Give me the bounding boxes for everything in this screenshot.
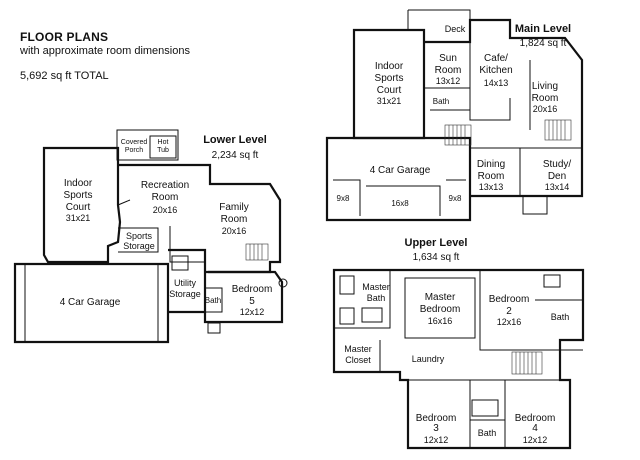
room-label: Indoor xyxy=(64,178,93,189)
room-label: Kitchen xyxy=(479,65,512,76)
room-dims: 31x21 xyxy=(66,213,91,223)
room-label: Recreation xyxy=(141,180,189,191)
room-dims: 16x8 xyxy=(391,199,409,208)
room-label: Cafe/ xyxy=(484,53,508,64)
room-label: Den xyxy=(548,171,566,182)
page-title: FLOOR PLANS xyxy=(20,30,109,44)
room-dims: 13x14 xyxy=(545,182,570,192)
room-dims: 20x16 xyxy=(153,205,178,215)
room-dims: 31x21 xyxy=(377,96,402,106)
room-label: Room xyxy=(152,192,179,203)
room-label: Covered xyxy=(121,139,148,146)
room-dims: 9x8 xyxy=(337,194,350,203)
room-label: Bath xyxy=(478,428,497,438)
room-label: Bedroom xyxy=(515,413,556,424)
room-label: Sports xyxy=(375,73,404,84)
main-level-plan xyxy=(325,9,584,222)
room-dims: 12x16 xyxy=(497,317,522,327)
room-label: Master xyxy=(344,344,372,354)
room-label: Closet xyxy=(345,355,371,365)
room-label: Bath xyxy=(205,296,221,305)
room-label: Bedroom xyxy=(420,304,461,315)
room-label: Study/ xyxy=(543,159,572,170)
room-label: Bath xyxy=(551,312,570,322)
room-label: 5 xyxy=(249,296,255,307)
room-label: Room xyxy=(221,214,248,225)
room-label: Deck xyxy=(445,24,466,34)
room-label: Bedroom xyxy=(232,284,273,295)
page-header: FLOOR PLANS with approximate room dimens… xyxy=(20,30,190,82)
room-label: Hot xyxy=(158,139,169,146)
room-dims: 12x12 xyxy=(523,435,548,445)
room-dims: 13x13 xyxy=(479,182,504,192)
total-sqft: 5,692 sq ft TOTAL xyxy=(20,70,109,82)
room-label: Master xyxy=(362,282,390,292)
room-label: Porch xyxy=(125,147,143,154)
lower-level-sqft: 2,234 sq ft xyxy=(212,150,259,161)
room-label: 4 Car Garage xyxy=(60,297,121,308)
room-label: Living xyxy=(532,81,558,92)
room-label: Laundry xyxy=(412,354,445,364)
main-level-title: Main Level xyxy=(515,23,571,35)
room-label: Sports xyxy=(64,190,93,201)
room-label: Bath xyxy=(367,293,386,303)
room-label: Bedroom xyxy=(416,413,457,424)
room-dims: 16x16 xyxy=(428,316,453,326)
lower-level-title: Lower Level xyxy=(203,134,267,146)
room-label: 2 xyxy=(506,306,512,317)
room-dims: 12x12 xyxy=(424,435,449,445)
lower-level-plan xyxy=(13,129,288,344)
room-label: Master xyxy=(425,292,456,303)
room-dims: 12x12 xyxy=(240,307,265,317)
room-label: Storage xyxy=(123,241,155,251)
room-dims: 20x16 xyxy=(533,104,558,114)
upper-level-sqft: 1,634 sq ft xyxy=(413,252,460,263)
room-label: Bath xyxy=(433,97,449,106)
room-dims: 13x12 xyxy=(436,76,461,86)
room-label: Tub xyxy=(157,147,169,154)
room-label: 4 xyxy=(532,423,538,434)
room-label: Family xyxy=(219,202,248,213)
room-dims: 14x13 xyxy=(484,78,509,88)
room-label: Dining xyxy=(477,159,505,170)
room-label: 4 Car Garage xyxy=(370,165,431,176)
room-label: Room xyxy=(478,171,505,182)
room-dims: 20x16 xyxy=(222,226,247,236)
page-subtitle: with approximate room dimensions xyxy=(20,45,190,57)
room-label: Room xyxy=(435,65,462,76)
room-label: Court xyxy=(377,85,402,96)
upper-level-plan xyxy=(332,268,585,450)
room-label: Sun xyxy=(439,53,457,64)
room-label: Utility xyxy=(174,278,196,288)
room-label: Room xyxy=(532,93,559,104)
room-label: Bedroom xyxy=(489,294,530,305)
upper-level-title: Upper Level xyxy=(405,237,468,249)
room-label: Sports xyxy=(126,231,153,241)
room-label: Storage xyxy=(169,289,201,299)
room-label: Court xyxy=(66,202,91,213)
room-dims: 9x8 xyxy=(449,194,462,203)
room-label: Indoor xyxy=(375,61,404,72)
room-label: 3 xyxy=(433,423,439,434)
main-level-sqft: 1,824 sq ft xyxy=(520,38,567,49)
